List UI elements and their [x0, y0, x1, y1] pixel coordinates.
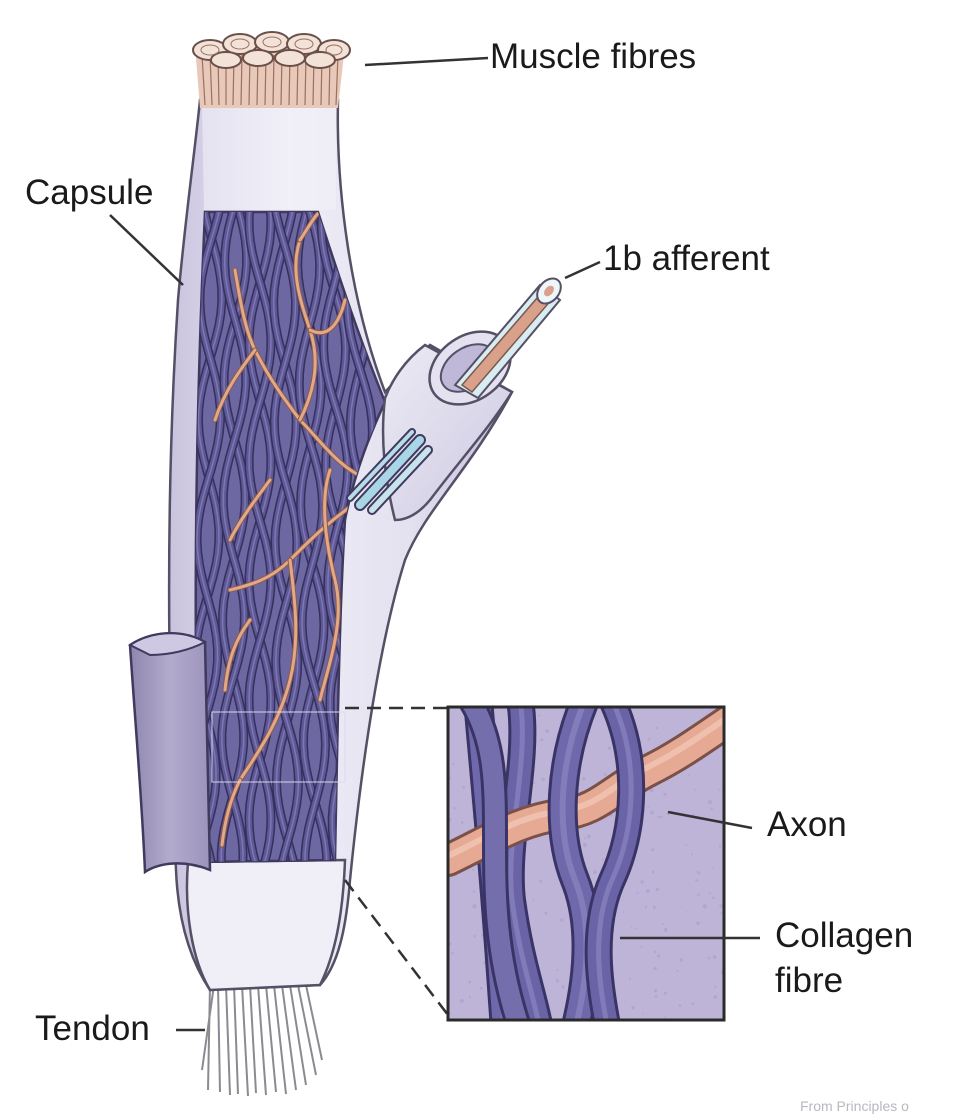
label-muscle-fibres: Muscle fibres — [490, 37, 697, 76]
muscle-fibre-bundle — [192, 31, 351, 108]
label-axon: Axon — [767, 805, 847, 844]
label-collagen-line2: fibre — [775, 961, 844, 1000]
label-tendon: Tendon — [35, 1009, 150, 1048]
capsule-flap-fold — [127, 632, 208, 657]
source-credit: From Principles o — [800, 1098, 909, 1114]
capsule-bottom-band — [185, 858, 347, 992]
capsule-flap — [128, 632, 212, 875]
capsule-top-band — [202, 105, 336, 210]
label-collagen-line1: Collagen — [775, 916, 914, 955]
afferent-axon — [453, 277, 562, 400]
nerve-fibres — [346, 428, 433, 515]
magnified-region-marker — [211, 711, 346, 783]
leader-lines — [109, 56, 760, 1032]
magnification-lines — [344, 706, 449, 1016]
label-capsule: Capsule — [25, 173, 154, 212]
axon-branches — [212, 212, 373, 848]
magnified-inset — [446, 705, 726, 1022]
inset-collagen-fibres-front — [459, 707, 646, 1020]
label-1b-afferent: 1b afferent — [603, 239, 770, 278]
tendon-strands — [201, 984, 323, 1097]
